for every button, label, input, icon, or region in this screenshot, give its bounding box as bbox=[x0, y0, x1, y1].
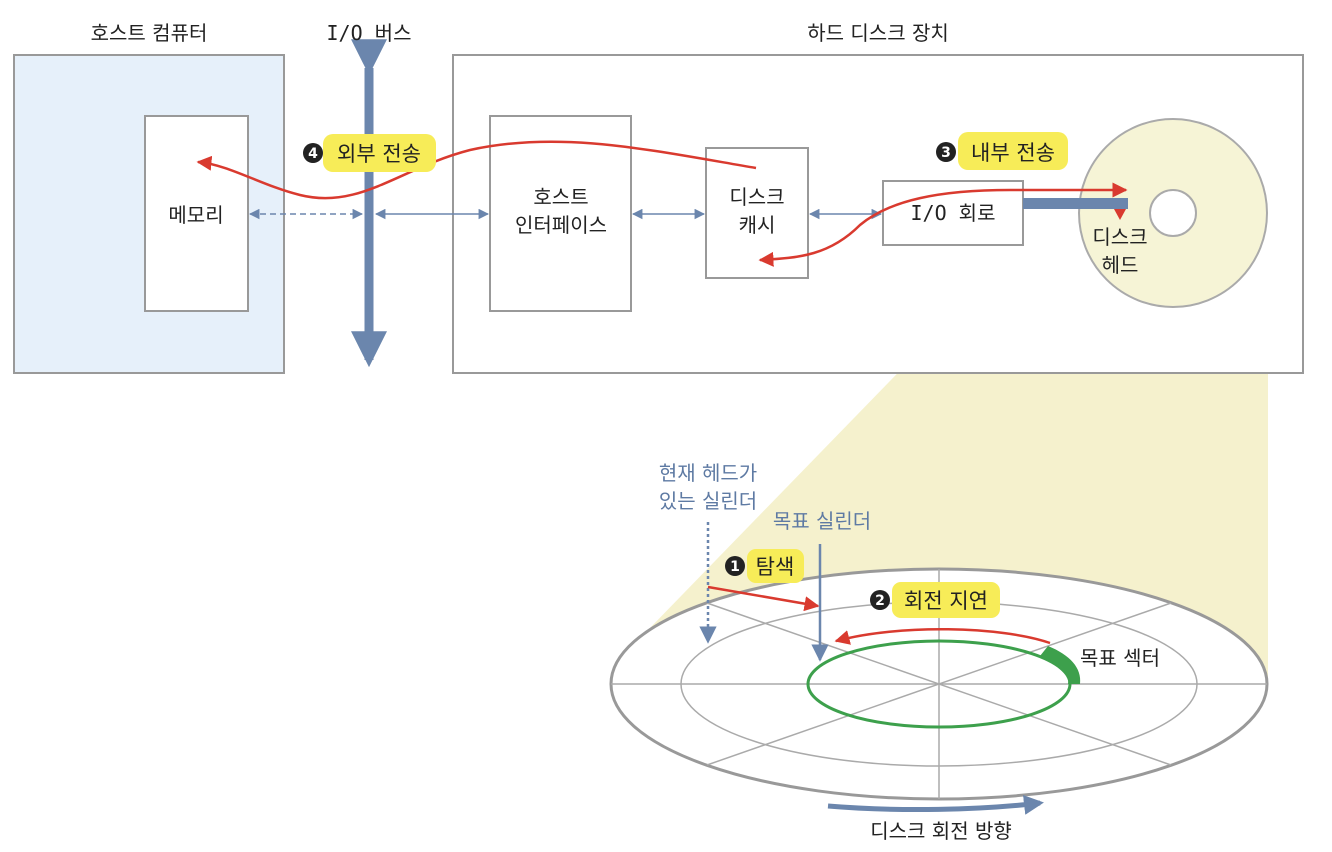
disk-cache-label-1: 디스크 bbox=[729, 185, 784, 209]
step-4-badge: 4 외부 전송 bbox=[303, 134, 436, 172]
svg-text:3: 3 bbox=[941, 145, 951, 161]
step-2-badge: 2 회전 지연 bbox=[870, 582, 1000, 618]
svg-text:4: 4 bbox=[308, 146, 318, 162]
io-bus-title: I/O 버스 bbox=[327, 21, 412, 45]
current-cylinder-label-1: 현재 헤드가 bbox=[659, 461, 757, 485]
memory-box bbox=[144, 115, 249, 312]
svg-text:2: 2 bbox=[875, 593, 885, 609]
memory-label: 메모리 bbox=[168, 203, 223, 227]
disk-head-label-2: 헤드 bbox=[1102, 253, 1139, 277]
step-4-label: 외부 전송 bbox=[337, 142, 421, 166]
target-sector bbox=[1040, 646, 1081, 684]
disk-cache-label-2: 캐시 bbox=[739, 213, 776, 237]
rotation-direction-arrow bbox=[827, 794, 1044, 815]
target-sector-label: 목표 섹터 bbox=[1080, 646, 1160, 670]
host-computer-title: 호스트 컴퓨터 bbox=[91, 21, 208, 45]
disk-spindle bbox=[1149, 189, 1197, 237]
step-2-label: 회전 지연 bbox=[904, 589, 988, 613]
rotation-direction-label: 디스크 회전 방향 bbox=[870, 819, 1012, 843]
disk-head-label-1: 디스크 bbox=[1092, 225, 1147, 249]
step-1-label: 탐색 bbox=[756, 555, 795, 579]
step-3-label: 내부 전송 bbox=[971, 141, 1055, 165]
step-3-badge: 3 내부 전송 bbox=[936, 132, 1068, 170]
step-1-badge: 1 탐색 bbox=[725, 549, 804, 583]
seek-arrow bbox=[707, 585, 820, 612]
rotational-latency-arrow bbox=[834, 627, 1051, 645]
target-cylinder-label: 목표 실린더 bbox=[773, 509, 871, 533]
host-interface-box bbox=[489, 115, 632, 312]
sector-line-d2 bbox=[706, 602, 1172, 766]
target-track bbox=[806, 639, 1072, 729]
head-arm bbox=[1023, 198, 1128, 209]
svg-text:1: 1 bbox=[730, 559, 740, 575]
hdd-device-title: 하드 디스크 장치 bbox=[807, 21, 949, 45]
internal-transfer-arrow bbox=[758, 182, 1128, 267]
host-interface-label-2: 인터페이스 bbox=[515, 213, 607, 237]
io-circuit-label: I/O 회로 bbox=[911, 201, 996, 225]
host-interface-label-1: 호스트 bbox=[533, 185, 588, 209]
current-cylinder-label-2: 있는 실린더 bbox=[659, 489, 757, 513]
